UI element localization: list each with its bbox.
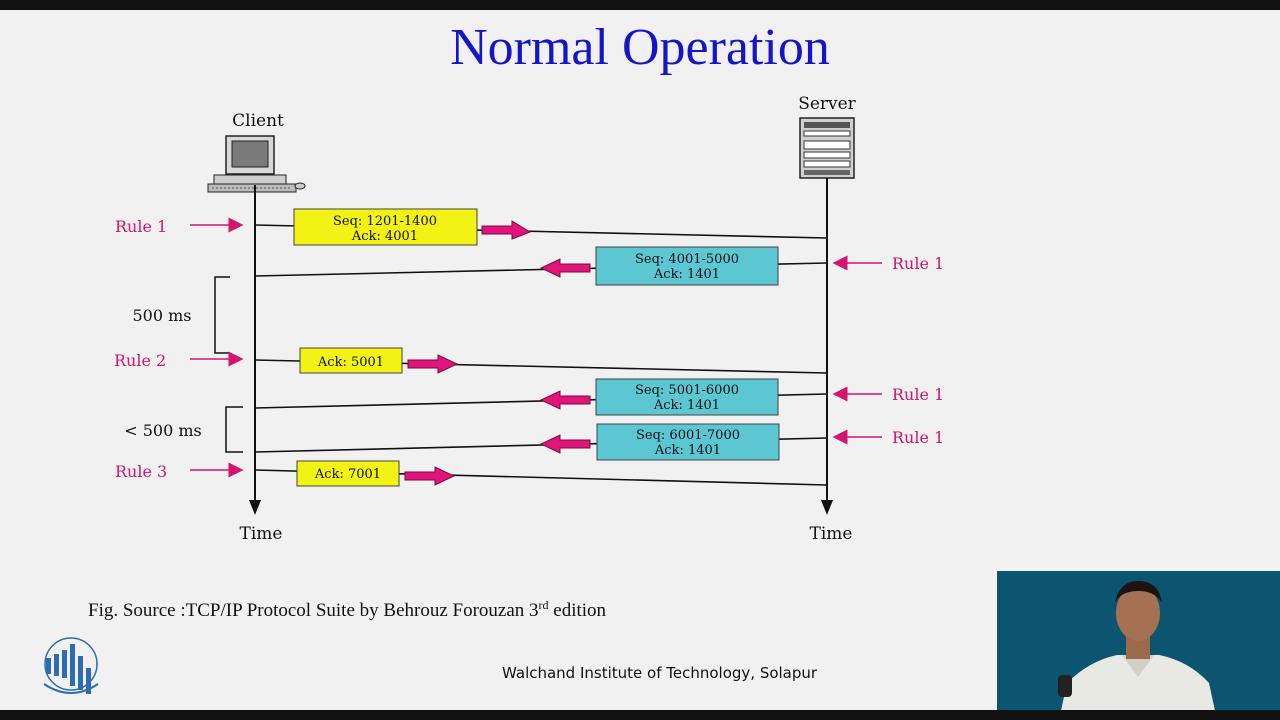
left-rule-2: Rule 2 (114, 351, 166, 370)
client-time-arrowhead (249, 500, 261, 515)
server-time-label: Time (810, 524, 853, 544)
tcp-timeline-diagram: Client Server Time Time Seq: 1201-1400 A… (114, 94, 944, 544)
caption-text: Fig. Source :TCP/IP Protocol Suite by Be… (88, 600, 539, 621)
segment-5-line2: Ack: 1401 (654, 443, 721, 458)
figure-source-caption: Fig. Source :TCP/IP Protocol Suite by Be… (88, 598, 606, 622)
slide-title: Normal Operation (450, 19, 830, 76)
interval-500ms-label: 500 ms (132, 306, 191, 325)
segment-seq-5001-6000: Seq: 5001-6000 Ack: 1401 (254, 378, 828, 416)
right-arrow-icon (407, 354, 459, 374)
segment-5-line1: Seq: 6001-7000 (636, 428, 740, 443)
left-arrow-icon (539, 390, 591, 410)
left-rule-3: Rule 3 (115, 462, 167, 481)
right-rule-3: Rule 1 (892, 428, 944, 447)
segment-4-line1: Seq: 5001-6000 (635, 383, 739, 398)
caption-suffix: edition (548, 600, 607, 621)
caption-superscript: rd (538, 598, 549, 612)
presenter-video-inset (997, 571, 1280, 720)
segment-2-line1: Seq: 4001-5000 (635, 252, 739, 267)
left-arrow-icon (539, 434, 591, 454)
slide: Normal Operation Client Server (0, 10, 1280, 720)
client-computer-icon (207, 135, 306, 193)
right-arrow-icon (481, 220, 532, 240)
segment-seq-4001-5000: Seq: 4001-5000 Ack: 1401 (254, 246, 828, 286)
left-arrow-icon (539, 258, 591, 278)
segment-1-line2: Ack: 4001 (351, 229, 418, 244)
interval-bracket-500ms (214, 276, 230, 354)
client-time-label: Time (240, 524, 283, 544)
left-rule-1: Rule 1 (115, 217, 167, 236)
bottom-letterbox (0, 710, 1280, 720)
segment-4-line2: Ack: 1401 (653, 398, 720, 413)
interval-less-500ms-label: < 500 ms (124, 421, 202, 440)
segment-1-line1: Seq: 1201-1400 (333, 214, 437, 229)
server-time-arrowhead (821, 500, 833, 515)
top-letterbox (0, 0, 1280, 10)
institute-name: Walchand Institute of Technology, Solapu… (502, 664, 818, 682)
segment-ack-5001: Ack: 5001 (254, 347, 828, 374)
right-rule-2: Rule 1 (892, 385, 944, 404)
segment-seq-1201-1400: Seq: 1201-1400 Ack: 4001 (254, 208, 828, 246)
server-icon (799, 117, 855, 179)
institute-logo (43, 637, 99, 694)
right-arrow-icon (404, 466, 456, 486)
interval-bracket-less-500ms (225, 406, 243, 453)
segment-seq-6001-7000: Seq: 6001-7000 Ack: 1401 (254, 423, 828, 461)
right-rule-1: Rule 1 (892, 254, 944, 273)
segment-3-line1: Ack: 5001 (317, 355, 384, 370)
segment-6-line1: Ack: 7001 (314, 467, 381, 482)
segment-ack-7001: Ack: 7001 (254, 460, 828, 487)
segment-2-line2: Ack: 1401 (653, 267, 720, 282)
client-label: Client (232, 111, 284, 131)
server-label: Server (798, 94, 856, 114)
